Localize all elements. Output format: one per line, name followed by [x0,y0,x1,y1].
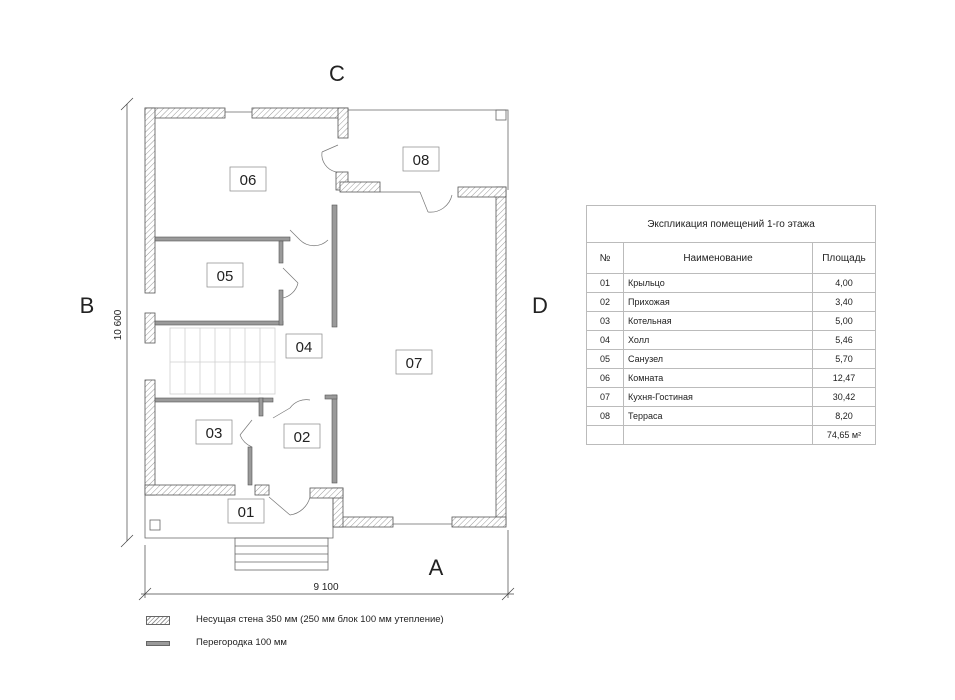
room-label-04: 04 [285,333,323,359]
row-num: 06 [586,368,624,388]
side-label-right: D [532,293,548,318]
row-num: 04 [586,330,624,350]
total-area: 74,65 м² [812,425,876,445]
table-row: 07 Кухня-Гостиная 30,42 [586,387,876,407]
row-name: Котельная [623,311,813,331]
row-name: Терраса [623,406,813,426]
partition-swatch [146,641,170,646]
row-num: 05 [586,349,624,369]
row-area: 4,00 [812,273,876,293]
svg-text:01: 01 [238,504,255,521]
legend-partition-label: Перегородка 100 мм [196,637,287,648]
row-num: 08 [586,406,624,426]
room-label-03: 03 [195,419,233,445]
svg-text:07: 07 [406,355,423,372]
table-row: 01 Крыльцо 4,00 [586,273,876,293]
row-name: Санузел [623,349,813,369]
header-name: Наименование [623,242,813,274]
svg-text:04: 04 [296,339,313,356]
svg-text:06: 06 [240,172,257,189]
bearing-wall-swatch [146,616,170,625]
row-area: 8,20 [812,406,876,426]
bearing-walls [144,107,507,528]
table-row: 03 Котельная 5,00 [586,311,876,331]
table-row: 06 Комната 12,47 [586,368,876,388]
room-label-01: 01 [227,498,265,524]
side-label-left: B [80,293,95,318]
porch-steps [234,537,329,571]
row-num: 07 [586,387,624,407]
row-name: Комната [623,368,813,388]
row-num: 03 [586,311,624,331]
table-row: 04 Холл 5,46 [586,330,876,350]
doors [239,144,453,516]
room-label-07: 07 [395,349,433,375]
room-label-08: 08 [402,146,440,172]
room-label-06: 06 [229,166,267,192]
room-label-02: 02 [283,423,321,449]
row-name: Холл [623,330,813,350]
dimension-lines [120,97,515,601]
row-name: Прихожая [623,292,813,312]
room-label-05: 05 [206,262,244,288]
partitions [154,204,338,486]
svg-text:03: 03 [206,425,223,442]
table-row: 02 Прихожая 3,40 [586,292,876,312]
side-label-top: C [329,61,345,86]
row-num: 01 [586,273,624,293]
explication-table: Экспликация помещений 1-го этажа № Наиме… [586,205,876,445]
row-area: 5,70 [812,349,876,369]
explication-title: Экспликация помещений 1-го этажа [586,205,876,243]
header-num: № [586,242,624,274]
legend-bearing-wall-label: Несущая стена 350 мм (250 мм блок 100 мм… [196,614,444,625]
row-num: 02 [586,292,624,312]
dimension-width: 9 100 [313,582,338,593]
table-row: 05 Санузел 5,70 [586,349,876,369]
row-area: 12,47 [812,368,876,388]
row-name: Кухня-Гостиная [623,387,813,407]
dimension-height: 10 600 [113,309,124,340]
total-row: 74,65 м² [586,425,876,445]
svg-text:05: 05 [217,268,234,285]
svg-text:02: 02 [294,429,311,446]
stairs [169,327,276,395]
header-area: Площадь [812,242,876,274]
svg-text:08: 08 [413,152,430,169]
outline-lines [144,109,509,539]
row-area: 30,42 [812,387,876,407]
row-area: 5,00 [812,311,876,331]
side-label-bottom: A [429,555,444,580]
row-name: Крыльцо [623,273,813,293]
table-row: 08 Терраса 8,20 [586,406,876,426]
row-area: 3,40 [812,292,876,312]
row-area: 5,46 [812,330,876,350]
